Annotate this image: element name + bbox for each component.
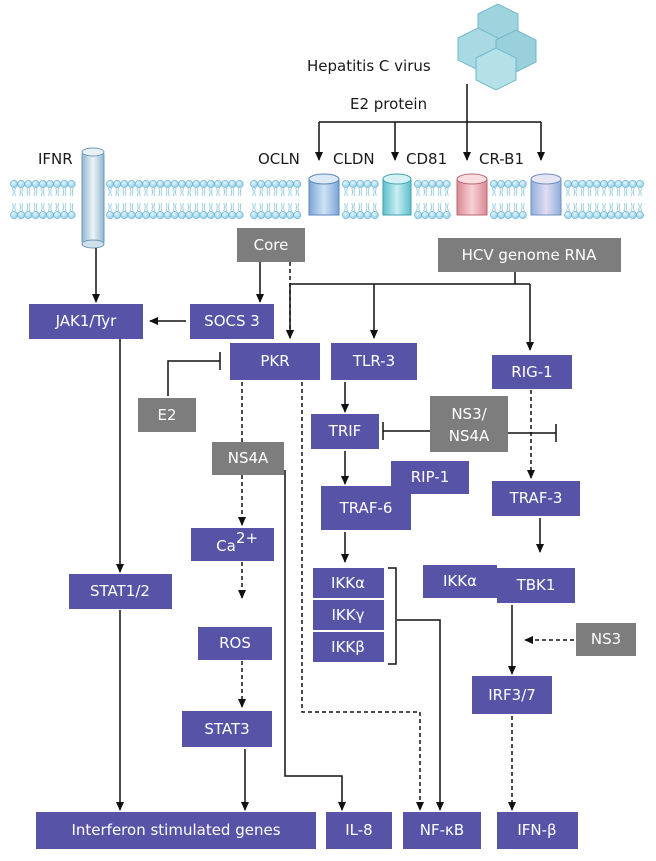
node-socs3-label: SOCS 3 <box>204 312 260 330</box>
node-calcium: Ca 2+ <box>191 528 274 561</box>
node-ros-label: ROS <box>219 634 251 652</box>
node-ikk-alpha: IKKα <box>313 568 384 598</box>
cd81-channel <box>456 173 488 216</box>
node-nfkb: NF-κB <box>403 812 481 849</box>
node-ifn-beta: IFN-β <box>497 812 578 849</box>
node-rip1-label: RIP-1 <box>411 468 450 486</box>
node-ikk-beta: IKKβ <box>313 632 384 662</box>
node-rig1-label: RIG-1 <box>511 363 552 381</box>
virus-label: Hepatitis C virus <box>307 57 431 75</box>
node-ikk-alpha-2-label: IKKα <box>443 572 477 590</box>
solid-arrows <box>92 248 544 811</box>
virus-icon <box>457 3 537 91</box>
node-jak1-tyr-label: JAK1/Tyr <box>55 312 118 330</box>
cldn-label: CLDN <box>333 150 375 168</box>
node-ns3-ns4a-line2: NS4A <box>449 427 490 445</box>
e2-protein-label: E2 protein <box>350 95 427 113</box>
node-ns4a: NS4A <box>212 442 284 475</box>
node-ikk-alpha-2: IKKα <box>423 565 497 598</box>
crb1-channel <box>530 173 562 216</box>
node-rig1: RIG-1 <box>492 355 572 389</box>
node-tlr3-label: TLR-3 <box>352 352 395 370</box>
cldn-channel <box>382 173 412 216</box>
node-ikk-alpha-label: IKKα <box>331 574 365 592</box>
node-ikk-beta-label: IKKβ <box>331 638 365 656</box>
ifnr-label: IFNR <box>38 150 73 168</box>
node-calcium-superscript: 2+ <box>236 529 258 547</box>
node-ns3-ns4a-line1: NS3/ <box>451 405 487 423</box>
node-pkr-label: PKR <box>260 352 289 370</box>
node-irf37-label: IRF3/7 <box>488 686 536 704</box>
node-interferon-stimulated-genes: Interferon stimulated genes <box>36 812 316 849</box>
node-ikk-gamma: IKKγ <box>313 600 384 630</box>
node-tbk1-label: TBK1 <box>516 576 556 594</box>
node-e2: E2 <box>138 398 196 432</box>
node-stat3: STAT3 <box>182 711 272 747</box>
node-stat12: STAT1/2 <box>69 574 172 609</box>
node-calcium-label: Ca <box>216 537 236 555</box>
node-tbk1: TBK1 <box>497 568 575 603</box>
node-ns3-ns4a: NS3/ NS4A <box>430 396 508 452</box>
ifnr-receptor <box>81 147 105 249</box>
crb1-label: CR-B1 <box>479 150 524 168</box>
node-ifn-beta-label: IFN-β <box>517 821 556 839</box>
node-trif: TRIF <box>311 414 379 449</box>
node-core: Core <box>237 228 305 262</box>
node-trif-label: TRIF <box>328 422 362 440</box>
node-il8-label: IL-8 <box>345 821 372 839</box>
inhibition-arrows <box>167 352 557 442</box>
node-tlr3: TLR-3 <box>331 343 417 380</box>
node-traf6-label: TRAF-6 <box>339 499 393 517</box>
ocln-channel <box>308 173 340 216</box>
node-isg-label: Interferon stimulated genes <box>71 821 280 839</box>
node-socs3: SOCS 3 <box>190 304 274 339</box>
node-core-label: Core <box>254 236 289 254</box>
node-stat3-label: STAT3 <box>204 720 249 738</box>
node-e2-label: E2 <box>157 406 176 424</box>
node-traf6: TRAF-6 <box>321 486 411 530</box>
node-hcv-genome-rna-label: HCV genome RNA <box>462 246 597 264</box>
node-traf3: TRAF-3 <box>492 481 580 516</box>
dashed-arrows <box>238 262 574 811</box>
node-ns3: NS3 <box>576 623 636 656</box>
ocln-label: OCLN <box>258 150 300 168</box>
node-hcv-genome-rna: HCV genome RNA <box>438 238 621 272</box>
node-stat12-label: STAT1/2 <box>90 582 150 600</box>
node-irf37: IRF3/7 <box>472 676 552 714</box>
node-nfkb-label: NF-κB <box>420 821 464 839</box>
node-ns3-label: NS3 <box>591 630 621 648</box>
cd81-label: CD81 <box>406 150 447 168</box>
virus-receptor-arrows <box>315 84 545 161</box>
node-traf3-label: TRAF-3 <box>509 489 563 507</box>
svg-text:Ca: Ca <box>216 537 236 555</box>
node-jak1-tyr: JAK1/Tyr <box>29 304 143 339</box>
cell-membrane <box>10 180 644 219</box>
node-ikk-gamma-label: IKKγ <box>332 606 365 624</box>
node-ros: ROS <box>198 627 272 660</box>
node-ns4a-label: NS4A <box>228 449 269 467</box>
node-pkr: PKR <box>230 343 320 380</box>
node-il8: IL-8 <box>326 812 392 849</box>
